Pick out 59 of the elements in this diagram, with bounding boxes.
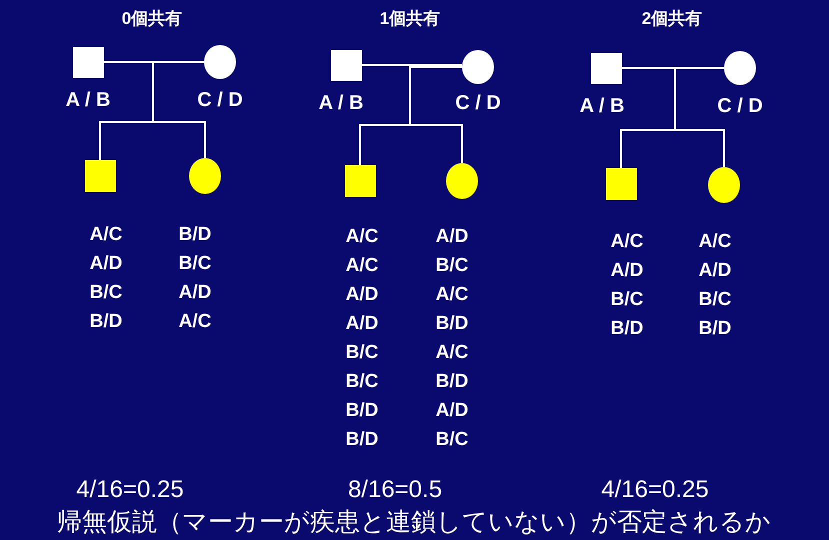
- genotype-label: A/C: [178, 312, 212, 331]
- child-circle: [189, 158, 221, 194]
- child-square: [84, 160, 116, 192]
- genotype-label: A/D: [178, 283, 212, 302]
- genotype-label: B/C: [610, 290, 644, 309]
- genotype-label: B/C: [436, 256, 468, 275]
- genotype-label: B/C: [346, 372, 378, 391]
- genotype-label: A / B: [66, 90, 110, 110]
- pedigree-title: 1個共有: [380, 10, 440, 27]
- child-circle: [708, 167, 740, 203]
- genotype-label: A/C: [346, 227, 378, 246]
- genotype-label: B/D: [610, 319, 644, 338]
- genotype-label: A/D: [436, 227, 468, 246]
- genotype-label: A/D: [346, 314, 378, 333]
- genotype-label: B/D: [90, 312, 122, 331]
- genotype-label: B/D: [346, 430, 378, 449]
- genotype-label: A/D: [90, 254, 122, 273]
- parent-square: [330, 50, 362, 80]
- genotype-label: C / D: [197, 90, 243, 110]
- pedigree-title: 2個共有: [642, 10, 702, 27]
- genotype-label: A/C: [90, 225, 122, 244]
- genotype-label: A/C: [698, 232, 732, 251]
- genotype-label: A/C: [436, 285, 468, 304]
- genotype-label: A/C: [436, 343, 468, 362]
- child-circle: [446, 163, 478, 199]
- genotype-label: A / B: [580, 96, 624, 116]
- child-square: [606, 168, 636, 200]
- genotype-label: A / B: [318, 93, 364, 113]
- genotype-label: C / D: [717, 96, 763, 116]
- genotype-label: B/D: [698, 319, 732, 338]
- pedigree-line: [152, 61, 206, 158]
- genotype-label: B/C: [698, 290, 732, 309]
- genotype-label: A/D: [346, 285, 378, 304]
- genotype-label: B/D: [436, 314, 468, 333]
- genotype-label: B/C: [346, 343, 378, 362]
- genotype-label: B/D: [436, 372, 468, 391]
- parent-circle: [204, 45, 236, 79]
- pedigree-title: 0個共有: [122, 10, 182, 27]
- parent-square: [590, 52, 622, 84]
- genotype-label: B/C: [436, 430, 468, 449]
- genotype-label: C / D: [455, 93, 501, 113]
- genotype-label: B/C: [90, 283, 122, 302]
- genotype-label: B/C: [178, 254, 212, 273]
- child-square: [344, 165, 376, 197]
- parent-circle: [462, 50, 494, 84]
- probability-label: 4/16=0.25: [76, 478, 184, 502]
- genotype-label: B/D: [178, 225, 212, 244]
- genotype-label: A/D: [698, 261, 732, 280]
- genotype-label: A/C: [610, 232, 644, 251]
- genotype-label: A/D: [436, 401, 468, 420]
- parent-circle: [724, 51, 756, 85]
- probability-label: 4/16=0.25: [601, 478, 709, 502]
- genotype-label: A/C: [346, 256, 378, 275]
- genotype-label: B/D: [346, 401, 378, 420]
- parent-square: [72, 46, 104, 78]
- caption: 帰無仮説（マーカーが疾患と連鎖していない）が否定されるか: [57, 510, 771, 535]
- pedigree-line: [409, 66, 463, 163]
- probability-label: 8/16=0.5: [348, 478, 442, 502]
- genotype-label: A/D: [610, 261, 644, 280]
